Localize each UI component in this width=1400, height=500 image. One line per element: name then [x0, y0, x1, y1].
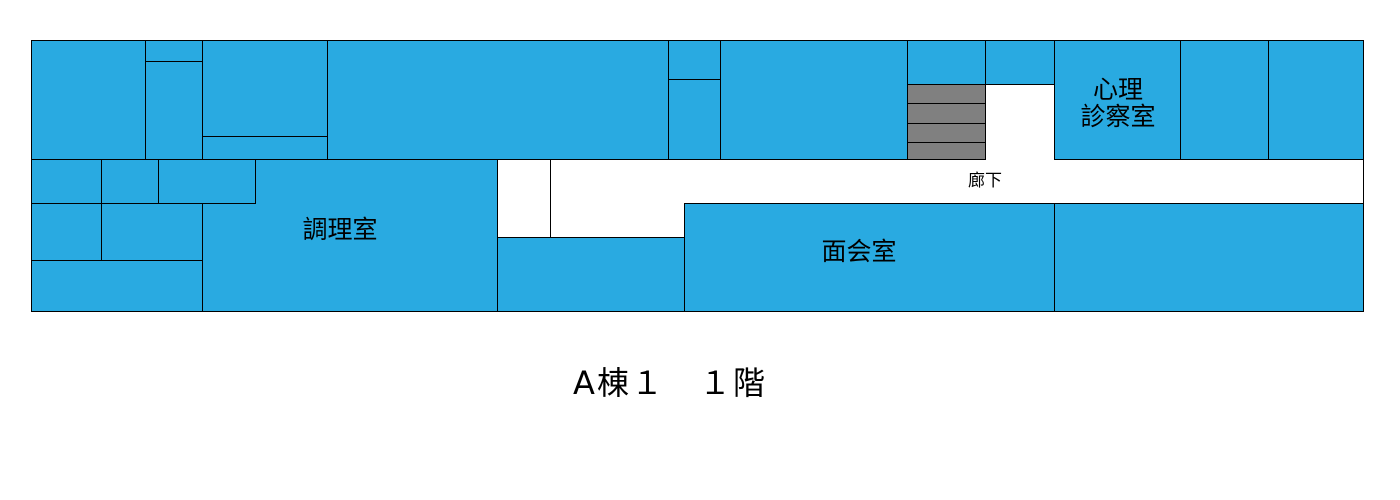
label-psych-2: 診察室 — [1080, 102, 1155, 131]
room — [1268, 40, 1364, 160]
label-corridor: 廊下 — [968, 171, 1002, 191]
room — [31, 40, 146, 160]
room — [31, 203, 102, 261]
room — [497, 237, 685, 312]
room-kitchen — [202, 159, 498, 312]
stairs-step — [907, 103, 986, 124]
room — [158, 159, 256, 204]
label-psych-1: 心理 — [1093, 75, 1143, 104]
room — [668, 79, 721, 160]
stairs-step — [907, 84, 986, 104]
room — [31, 159, 102, 204]
room — [327, 40, 669, 160]
room-meeting — [684, 203, 1055, 312]
room — [101, 159, 159, 204]
room — [668, 40, 721, 80]
room — [202, 40, 328, 137]
room — [31, 260, 203, 312]
floor-title: A棟１ １階 — [573, 364, 767, 402]
room — [101, 203, 203, 261]
room — [145, 40, 203, 62]
label-kitchen: 調理室 — [302, 215, 377, 244]
room — [907, 40, 986, 85]
room — [202, 136, 328, 160]
room — [1180, 40, 1269, 160]
room — [985, 40, 1055, 85]
room — [145, 61, 203, 160]
room-psych-exam — [1054, 40, 1181, 160]
room — [720, 40, 908, 160]
room — [1054, 203, 1364, 312]
stairs-step — [907, 123, 986, 143]
label-meeting: 面会室 — [821, 237, 896, 266]
stairs-step — [907, 142, 986, 160]
